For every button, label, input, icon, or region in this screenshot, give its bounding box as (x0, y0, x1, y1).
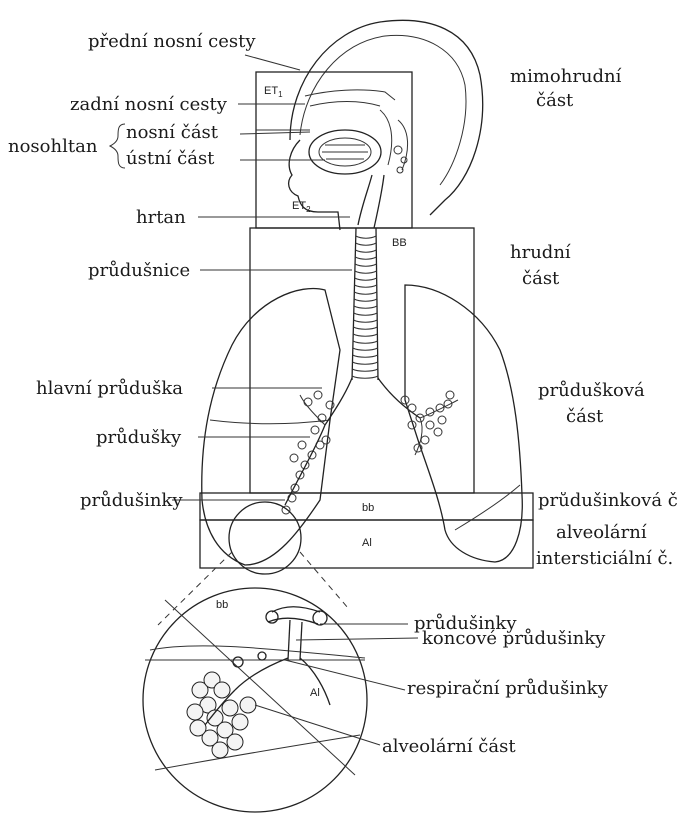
label-mimohrudni-line2: část (536, 92, 573, 110)
bronchus-segment (438, 416, 446, 424)
trachea-ring (355, 264, 376, 266)
trachea-ring (353, 334, 377, 336)
label-zoom-koncove: koncové průdušinky (422, 630, 605, 648)
bronchus-segment (290, 454, 298, 462)
bronchus-segment (314, 391, 322, 399)
label-ustni-cast: ústní část (126, 150, 214, 168)
label-nosohltan: nosohltan (8, 138, 97, 156)
label-hrtan: hrtan (136, 209, 186, 227)
bronchus-segment (311, 426, 319, 434)
alveolar-cluster (187, 672, 256, 758)
al-lower-code: Al (362, 538, 372, 549)
trachea-ring (354, 313, 377, 315)
label-alveolarni-line2: intersticiální č. (536, 550, 673, 568)
alveolus (240, 697, 256, 713)
bb-region-box (250, 228, 474, 493)
trachea-ring (356, 236, 376, 238)
alveolus (214, 682, 230, 698)
label-alveolarni-line1: alveolární (556, 524, 647, 542)
trachea-ring (354, 292, 377, 294)
bb-upper-code: BB (392, 238, 407, 249)
trachea-ring (352, 362, 377, 364)
trachea-ring (355, 278, 377, 280)
label-zoom-respiracni: respirační průdušinky (407, 680, 608, 698)
nosohltan-brace (110, 124, 125, 168)
alveolus (222, 700, 238, 716)
label-zoom-alveolarni: alveolární část (382, 738, 516, 756)
trachea-ring (353, 348, 378, 350)
al-zoom-code: Al (310, 688, 320, 699)
bronchus-segment (322, 436, 330, 444)
bronchus-segment (426, 421, 434, 429)
trachea-ring (354, 299, 377, 301)
trachea-ring (355, 250, 376, 252)
bronchus-segment (326, 401, 334, 409)
bronchus-segment (421, 436, 429, 444)
trachea-ring (353, 355, 378, 357)
label-predni-nosni-cesty: přední nosní cesty (88, 33, 255, 51)
label-hrudni-line2: část (522, 270, 559, 288)
trachea-ring (355, 271, 377, 273)
trachea-ring (356, 243, 377, 245)
trachea-ring (352, 376, 378, 378)
trachea-ring (354, 285, 376, 287)
bronchus-segment (434, 428, 442, 436)
alveolus (232, 714, 248, 730)
alveolus (227, 734, 243, 750)
alveolus (212, 742, 228, 758)
et1-code: ET1 (264, 86, 283, 99)
trachea-ring (354, 320, 378, 322)
left-lung (202, 288, 340, 565)
zoom-source-circle (229, 502, 301, 574)
bb-zoom-code: bb (216, 600, 228, 611)
label-nosni-cast: nosní část (126, 124, 218, 142)
label-pruduskova-line1: průdušková (538, 382, 645, 400)
label-prudusinkova: průdušinková č (538, 492, 687, 510)
alveolus (190, 720, 206, 736)
bronchus-segment (298, 441, 306, 449)
bb-lower-code: bb (362, 503, 374, 514)
label-hrudni-line1: hrudní (510, 244, 571, 262)
label-pruduskova-line2: část (566, 408, 603, 426)
label-mimohrudni-line1: mimohrudní (510, 68, 621, 86)
label-prudusnice: průdušnice (88, 262, 190, 280)
trachea-ring (352, 369, 378, 371)
bronchus-segment (446, 391, 454, 399)
label-zadni-nosni-cesty: zadní nosní cesty (70, 96, 227, 114)
zoom-circle (143, 588, 367, 812)
trachea-ring (353, 341, 378, 343)
trachea-ring (355, 257, 376, 259)
et2-code: ET2 (292, 201, 311, 214)
label-prudusinky: průdušinky (80, 492, 183, 510)
bronchus-segment (304, 398, 312, 406)
alveolus (187, 704, 203, 720)
label-hlavni-pruduska: hlavní průduška (36, 380, 183, 398)
bronchus-segment (408, 404, 416, 412)
label-prudusky: průdušky (96, 429, 181, 447)
trachea-ring (354, 306, 377, 308)
trachea-ring (353, 327, 377, 329)
